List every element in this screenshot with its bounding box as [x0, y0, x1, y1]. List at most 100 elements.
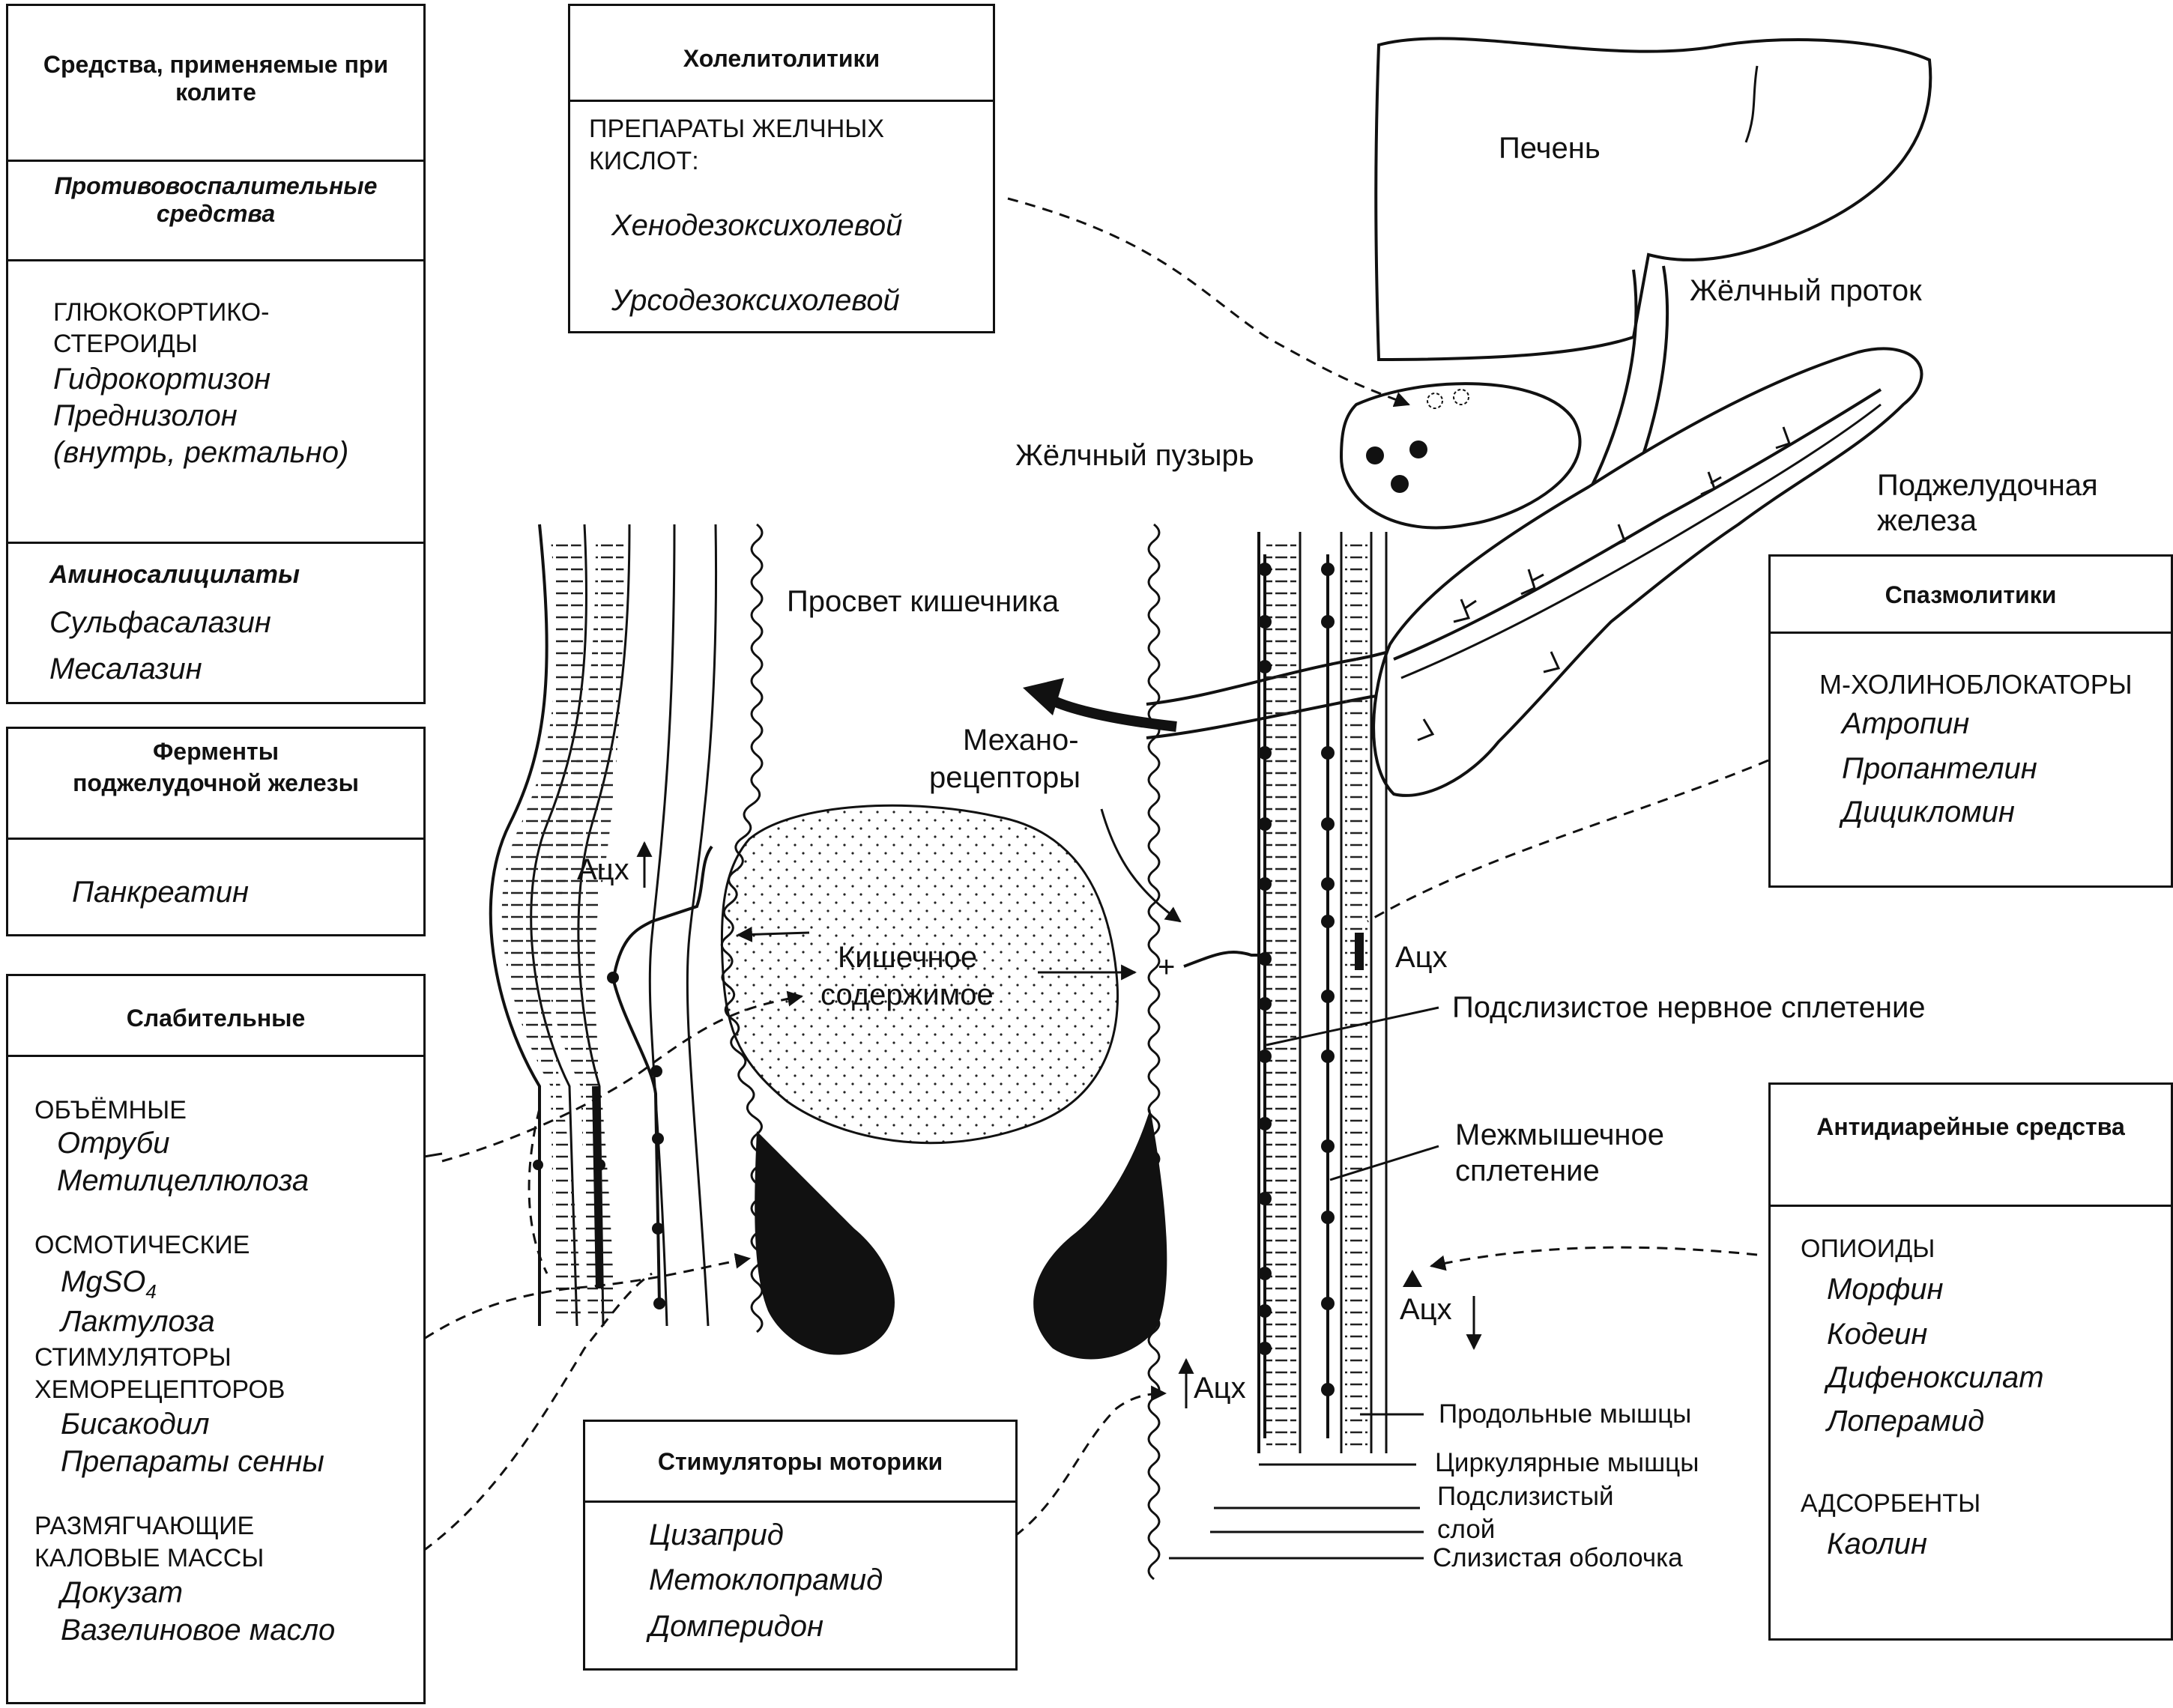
drug-metoclopramide: Метоклопрамид	[649, 1563, 883, 1596]
drug-mesalazine: Месалазин	[49, 652, 202, 685]
contents-arrow-left	[736, 926, 810, 942]
antiinflammatory-header: Противовоспалительные средства	[54, 172, 378, 227]
mechano-arrow	[1100, 808, 1182, 923]
mucosa-label: Слизистая оболочка	[1433, 1543, 1683, 1572]
pancreatic-duct	[1393, 388, 1882, 661]
bile-acids-line1: ПРЕПАРАТЫ ЖЕЛЧНЫХ	[589, 115, 885, 143]
divider	[8, 542, 423, 544]
left-wall-line	[648, 524, 676, 1327]
nerve-node	[1258, 877, 1272, 891]
lumen-label: Просвет кишечника	[787, 585, 1060, 618]
liver-label: Печень	[1499, 132, 1601, 165]
drug-sulfasalazine: Сульфасалазин	[49, 606, 271, 639]
drug-diphenoxylate: Дифеноксилат	[1827, 1361, 2044, 1394]
osmotic-header: ОСМОТИЧЕСКИЕ	[34, 1231, 250, 1259]
drug-prednisolone: Преднизолон	[53, 399, 238, 432]
enzymes-title: Ферменты поджелудочной железы	[73, 738, 359, 796]
mechanoreceptors-label-line2: рецепторы	[929, 761, 1081, 794]
drug-chenodeoxycholic: Хенодезоксихолевой	[611, 209, 903, 242]
left-outer-wall	[489, 524, 548, 1326]
aminosalicylates-header: Аминосалицилаты	[49, 560, 300, 589]
left-circular-muscle	[542, 539, 624, 1318]
divider	[1771, 1205, 2171, 1207]
drug-kaolin: Каолин	[1827, 1527, 1928, 1560]
drug-pancreatin: Панкреатин	[72, 876, 249, 909]
nerve-node	[1258, 1342, 1272, 1355]
right-circular-muscle	[1266, 539, 1296, 1453]
divider	[570, 100, 993, 102]
nerve-node	[1258, 1192, 1272, 1205]
nerve-node	[1258, 1050, 1272, 1063]
drug-morphine: Морфин	[1827, 1273, 1944, 1306]
drug-cisapride: Цизаприд	[649, 1518, 784, 1551]
nerve-node	[1258, 563, 1272, 576]
gallstone-dissolving	[1453, 389, 1469, 405]
mgso4-subscript: 4	[145, 1280, 157, 1303]
intestinal-contents	[720, 804, 1119, 1145]
drug-bran: Отруби	[57, 1127, 170, 1160]
ach-label-left: Ацх	[577, 853, 629, 886]
glucocorticoids-line2: СТЕРОИДЫ	[53, 330, 198, 358]
liver-shape	[1374, 37, 1932, 362]
bile-duct-label: Жёлчный проток	[1690, 274, 1922, 307]
myenteric-plexus-label-line1: Межмышечное	[1455, 1118, 1665, 1151]
feces-right	[1033, 1109, 1167, 1360]
nerve-node	[1258, 1267, 1272, 1280]
opioids-header: ОПИОИДЫ	[1801, 1235, 1935, 1263]
laxatives-box: Слабительные ОБЪЁМНЫЕ Отруби Метилцеллюл…	[6, 974, 426, 1704]
nerve-node	[652, 1223, 664, 1235]
nerve-node	[1321, 746, 1335, 760]
nerve-node	[1321, 915, 1335, 928]
leader-lines	[374, 1006, 1439, 1560]
nerve-node	[653, 1297, 665, 1309]
laxatives-title: Слабительные	[126, 1005, 306, 1032]
pancreas-lobules	[1417, 426, 1791, 742]
submucosa-label-line2: слой	[1437, 1515, 1496, 1544]
bile-flow-arrow	[1042, 691, 1177, 732]
mechanoreceptors-label-line1: Механо-	[963, 724, 1079, 757]
divider	[8, 1055, 423, 1057]
pancreatic-duct-inner	[1400, 403, 1882, 679]
bulk-header: ОБЪЁМНЫЕ	[34, 1096, 187, 1124]
contents-label-line1: Кишечное	[838, 941, 978, 974]
drug-senna: Препараты сенны	[61, 1445, 324, 1478]
gallstone	[1391, 475, 1409, 493]
drug-docusate: Докузат	[61, 1576, 184, 1609]
m-anticholinergics-header: М-ХОЛИНОБЛОКАТОРЫ	[1819, 669, 2133, 700]
spasmolytics-title: Спазмолитики	[1885, 581, 2057, 608]
divider	[8, 259, 423, 261]
mechanoreceptor-nerve	[1183, 950, 1266, 968]
nerve-node	[1321, 1139, 1335, 1153]
drug-atropine: Атропин	[1842, 707, 1970, 740]
common-duct	[1146, 658, 1372, 739]
submucosa-label-line1: Подслизистый	[1437, 1482, 1614, 1511]
gallstone-dissolving	[1427, 393, 1443, 409]
softener-line1: РАЗМЯГЧАЮЩИЕ	[34, 1512, 255, 1540]
route-note: (внутрь, ректально)	[53, 436, 349, 469]
nerve-node	[650, 1065, 662, 1077]
left-wall-line	[686, 524, 718, 1327]
adsorbents-header: АДСОРБЕНТЫ	[1801, 1489, 1981, 1518]
bile-acids-line2: КИСЛОТ:	[589, 147, 699, 175]
plus-sign: +	[1158, 951, 1176, 984]
feces-left	[755, 1131, 895, 1355]
right-mucosa-wave	[1147, 523, 1161, 1581]
submucosal-plexus-label: Подслизистое нервное сплетение	[1452, 991, 1926, 1024]
pancreas-label-line2: железа	[1877, 504, 1977, 537]
nerve-node	[1321, 990, 1335, 1003]
ach-label-bottom: Ацх	[1194, 1372, 1246, 1405]
spasmolytics-box: Спазмолитики М-ХОЛИНОБЛОКАТОРЫ Атропин П…	[1768, 554, 2173, 888]
nerve-node	[1321, 563, 1335, 576]
contents-label-line2: содержимое	[820, 978, 994, 1011]
nerve-node	[1321, 1297, 1335, 1310]
glucocorticoids-line1: ГЛЮКОКОРТИКО-	[53, 298, 270, 327]
pancreas-shape	[1372, 347, 1923, 797]
divider	[8, 160, 423, 162]
drug-domperidone: Домперидон	[649, 1610, 823, 1643]
drug-methylcellulose: Метилцеллюлоза	[57, 1164, 309, 1197]
liver-fissure	[1744, 65, 1759, 143]
cholelitholytics-box: Холелитолитики ПРЕПАРАТЫ ЖЕЛЧНЫХ КИСЛОТ:…	[568, 4, 995, 333]
mgso4-formula: MgSO	[61, 1265, 146, 1298]
divider	[585, 1500, 1015, 1503]
